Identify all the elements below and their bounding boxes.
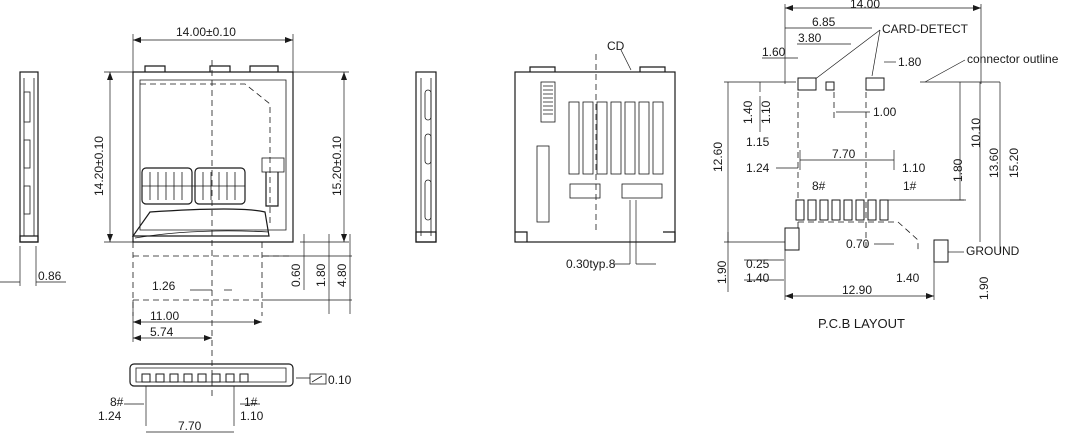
left-side-profile: 0.86 (0, 71, 66, 286)
pcb-1-90-a: 1.90 (715, 260, 729, 284)
pcb-layout-caption: P.C.B LAYOUT (818, 316, 905, 331)
pcb-3-80: 3.80 (798, 31, 822, 45)
pcb-1-90-b: 1.90 (977, 276, 991, 300)
pcb-1-10-b: 1.10 (902, 161, 926, 175)
middle-side-profile (415, 71, 437, 243)
pcb-layout: 14.00 6.85 3.80 1.60 CARD-DETECT 1.80 co… (711, 0, 1059, 331)
dim-5-74: 5.74 (150, 325, 174, 339)
pcb-1-00: 1.00 (873, 105, 897, 119)
pcb-0-70: 0.70 (846, 237, 870, 251)
dim-left-height: 14.20±0.10 (92, 136, 106, 196)
pcb-15-20: 15.20 (1007, 148, 1021, 178)
pcb-8: 8# (812, 179, 826, 193)
dim-4-80: 4.80 (335, 263, 349, 287)
dim-11-00: 11.00 (150, 309, 179, 323)
pcb-14-00: 14.00 (850, 0, 880, 11)
pcb-ground: GROUND (966, 244, 1020, 258)
pin-1-24: 1.24 (98, 409, 122, 423)
dim-0-60: 0.60 (289, 263, 303, 287)
pcb-1-80-c: 1.80 (951, 158, 965, 182)
pin-1-10: 1.10 (240, 409, 264, 423)
pcb-6-85: 6.85 (812, 15, 836, 29)
pcb-1-40-v: 1.40 (741, 100, 755, 124)
pcb-1-80-b: 1.80 (898, 55, 922, 69)
pcb-1-40-b: 1.40 (896, 271, 920, 285)
pcb-13-60: 13.60 (987, 148, 1001, 178)
dim-0-30typ: 0.30typ.8 (566, 257, 616, 271)
dim-1-26: 1.26 (152, 279, 176, 293)
pin-1: 1# (244, 395, 258, 409)
pcb-connector-outline: connector outline (967, 52, 1059, 66)
pcb-12-90: 12.90 (842, 283, 872, 297)
pin-7-70: 7.70 (178, 419, 202, 433)
top-view: 14.00±0.10 14.20±0.10 15.20±0.10 0.60 1.… (92, 25, 352, 400)
bottom-contacts (568, 101, 664, 175)
pcb-7-70: 7.70 (832, 147, 856, 161)
pcb-card-detect: CARD-DETECT (882, 22, 969, 36)
pin-0-10: 0.10 (328, 373, 352, 387)
pcb-1-24: 1.24 (746, 161, 770, 175)
pcb-1-40-a: 1.40 (746, 271, 770, 285)
pcb-1-60: 1.60 (762, 45, 786, 59)
dim-right-height: 15.20±0.10 (330, 136, 344, 196)
dim-1-80-a: 1.80 (314, 263, 328, 287)
cd-label: CD (607, 39, 625, 53)
pcb-1: 1# (903, 179, 917, 193)
pcb-10-10: 10.10 (969, 118, 983, 148)
pcb-12-60: 12.60 (711, 142, 725, 172)
pcb-1-10-v: 1.10 (759, 100, 773, 124)
pcb-pin-pads (795, 199, 889, 221)
dim-top-width: 14.00±0.10 (176, 25, 236, 39)
pcb-0-25: 0.25 (746, 257, 770, 271)
pin-view: 0.10 8# 1.24 1# 1.10 7.70 (98, 363, 352, 433)
pcb-1-15: 1.15 (746, 135, 770, 149)
dim-0-86: 0.86 (38, 269, 62, 283)
bottom-view: CD 0.30typ.8 (514, 39, 676, 271)
pin-8: 8# (110, 395, 124, 409)
